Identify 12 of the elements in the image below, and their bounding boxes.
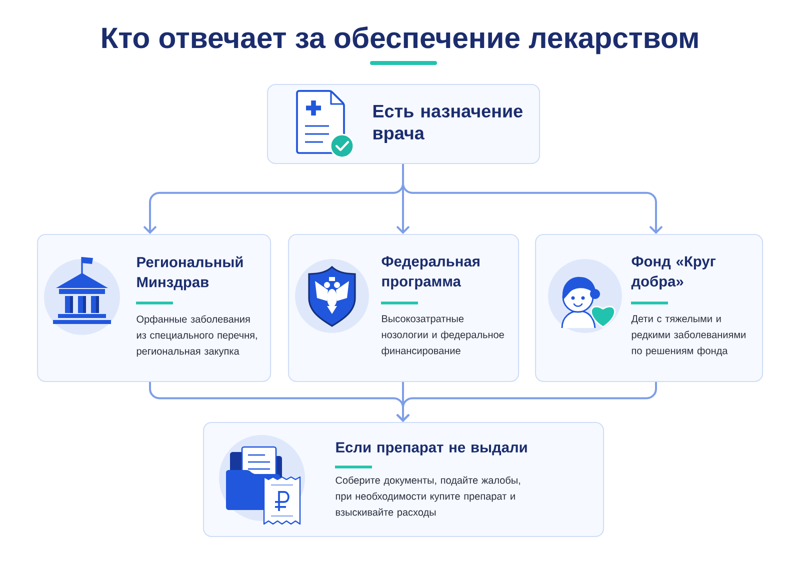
- card-text: Дети с тяжелыми и редкими заболеваниями по решениям фонда: [631, 315, 746, 356]
- card-text: Соберите документы, подайте жалобы, при необходимости купите препарат и взыскивайте расходы: [336, 476, 520, 518]
- card-heading: Региональный Минздрав: [137, 256, 243, 290]
- title: Кто отвечает за обеспечение лекарством: [102, 26, 698, 54]
- card-text: Высокозатратные нозологии и федеральное финансирование: [382, 315, 504, 356]
- connector-arrow: [402, 164, 663, 234]
- card-heading: Федеральная программа: [382, 256, 480, 290]
- connector-arrow: [396, 382, 657, 422]
- card-text: Орфанные заболевания из специального перечня, региональная закупка: [136, 315, 257, 357]
- card-heading: Если препарат не выдали: [336, 442, 527, 456]
- card-heading: Фонд «Круг добра»: [631, 256, 716, 290]
- card-heading: Есть назначение врача: [373, 104, 522, 144]
